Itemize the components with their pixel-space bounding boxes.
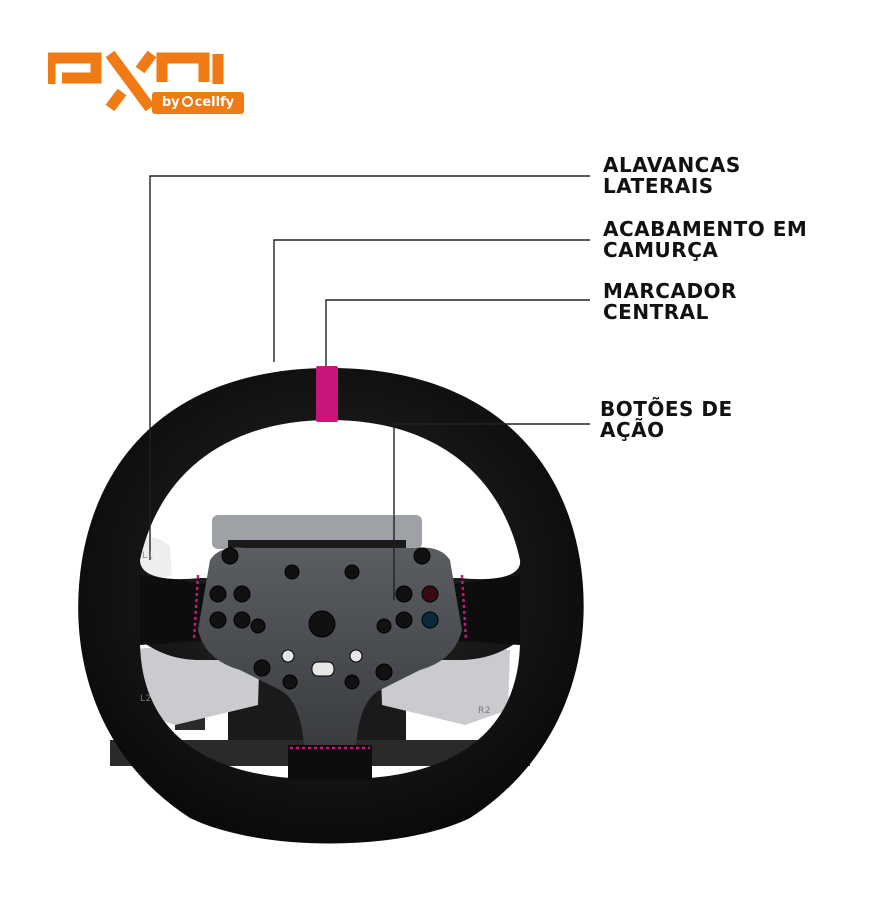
- callout-suede-finish-line2: CAMURÇA: [603, 238, 719, 262]
- callout-side-levers-line1: ALAVANCAS: [603, 153, 741, 177]
- right-spoke: [445, 575, 520, 645]
- badge-name: cellfy: [194, 95, 235, 110]
- callout-action-buttons: BOTÕES DE AÇÃO: [600, 399, 733, 441]
- cellfy-icon: [181, 96, 193, 107]
- left-spoke: [140, 575, 215, 645]
- badge-prefix: by: [161, 95, 180, 110]
- action-buttons: [209, 547, 439, 690]
- magenta-stitching: [192, 574, 468, 750]
- callout-center-marker-line2: CENTRAL: [603, 300, 709, 324]
- paddle-label-r2: R2: [478, 706, 491, 716]
- pxn-logo: [48, 50, 224, 112]
- callout-side-levers-line2: LATERAIS: [603, 174, 714, 198]
- callout-action-buttons-line1: BOTÕES DE: [600, 397, 733, 421]
- callout-center-marker-line1: MARCADOR: [603, 279, 737, 303]
- callout-side-levers: ALAVANCAS LATERAIS: [603, 155, 741, 197]
- callout-suede-finish-line1: ACABAMENTO EM: [603, 217, 808, 241]
- button-hub-plate: [198, 547, 462, 745]
- callout-lines: [149, 175, 590, 600]
- callout-action-buttons-line2: AÇÃO: [600, 418, 665, 442]
- center-marker: [316, 366, 338, 422]
- paddle-label-l1: L1: [142, 551, 154, 561]
- paddle-label-l2: L2: [140, 694, 152, 704]
- callout-center-marker: MARCADOR CENTRAL: [603, 281, 737, 323]
- cellfy-badge: by cellfy: [152, 92, 244, 114]
- callout-suede-finish: ACABAMENTO EM CAMURÇA: [603, 219, 807, 261]
- bottom-spoke: [288, 745, 372, 780]
